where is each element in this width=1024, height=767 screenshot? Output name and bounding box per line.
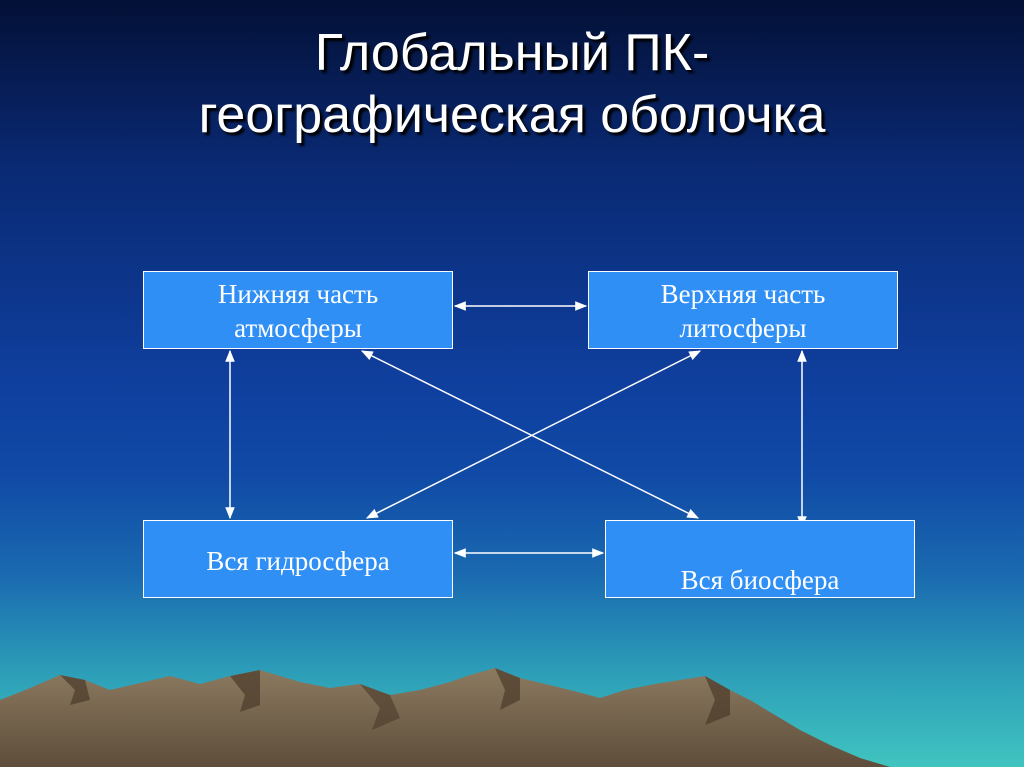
box-label-line-1: Нижняя часть (217, 279, 379, 309)
box-label: Вся гидросфера (206, 546, 390, 576)
box-label-line-2: литосферы (679, 313, 807, 343)
box-lower-atmosphere: Нижняя часть атмосферы (143, 271, 453, 349)
box-biosphere: Вся биосфера (605, 520, 915, 598)
arrow-lithosphere-hydrosphere (365, 350, 702, 519)
box-upper-lithosphere: Верхняя часть литосферы (588, 271, 898, 349)
slide-title: Глобальный ПК- географическая оболочка (0, 22, 1024, 146)
box-label-line-2: атмосферы (234, 313, 362, 343)
title-line-1: Глобальный ПК- (314, 24, 710, 82)
box-label-line-1: Верхняя часть (660, 279, 826, 309)
arrow-atmosphere-biosphere (360, 350, 700, 519)
box-hydrosphere: Вся гидросфера (143, 520, 453, 598)
title-line-2: географическая оболочка (198, 86, 826, 144)
box-label: Вся биосфера (680, 565, 840, 595)
